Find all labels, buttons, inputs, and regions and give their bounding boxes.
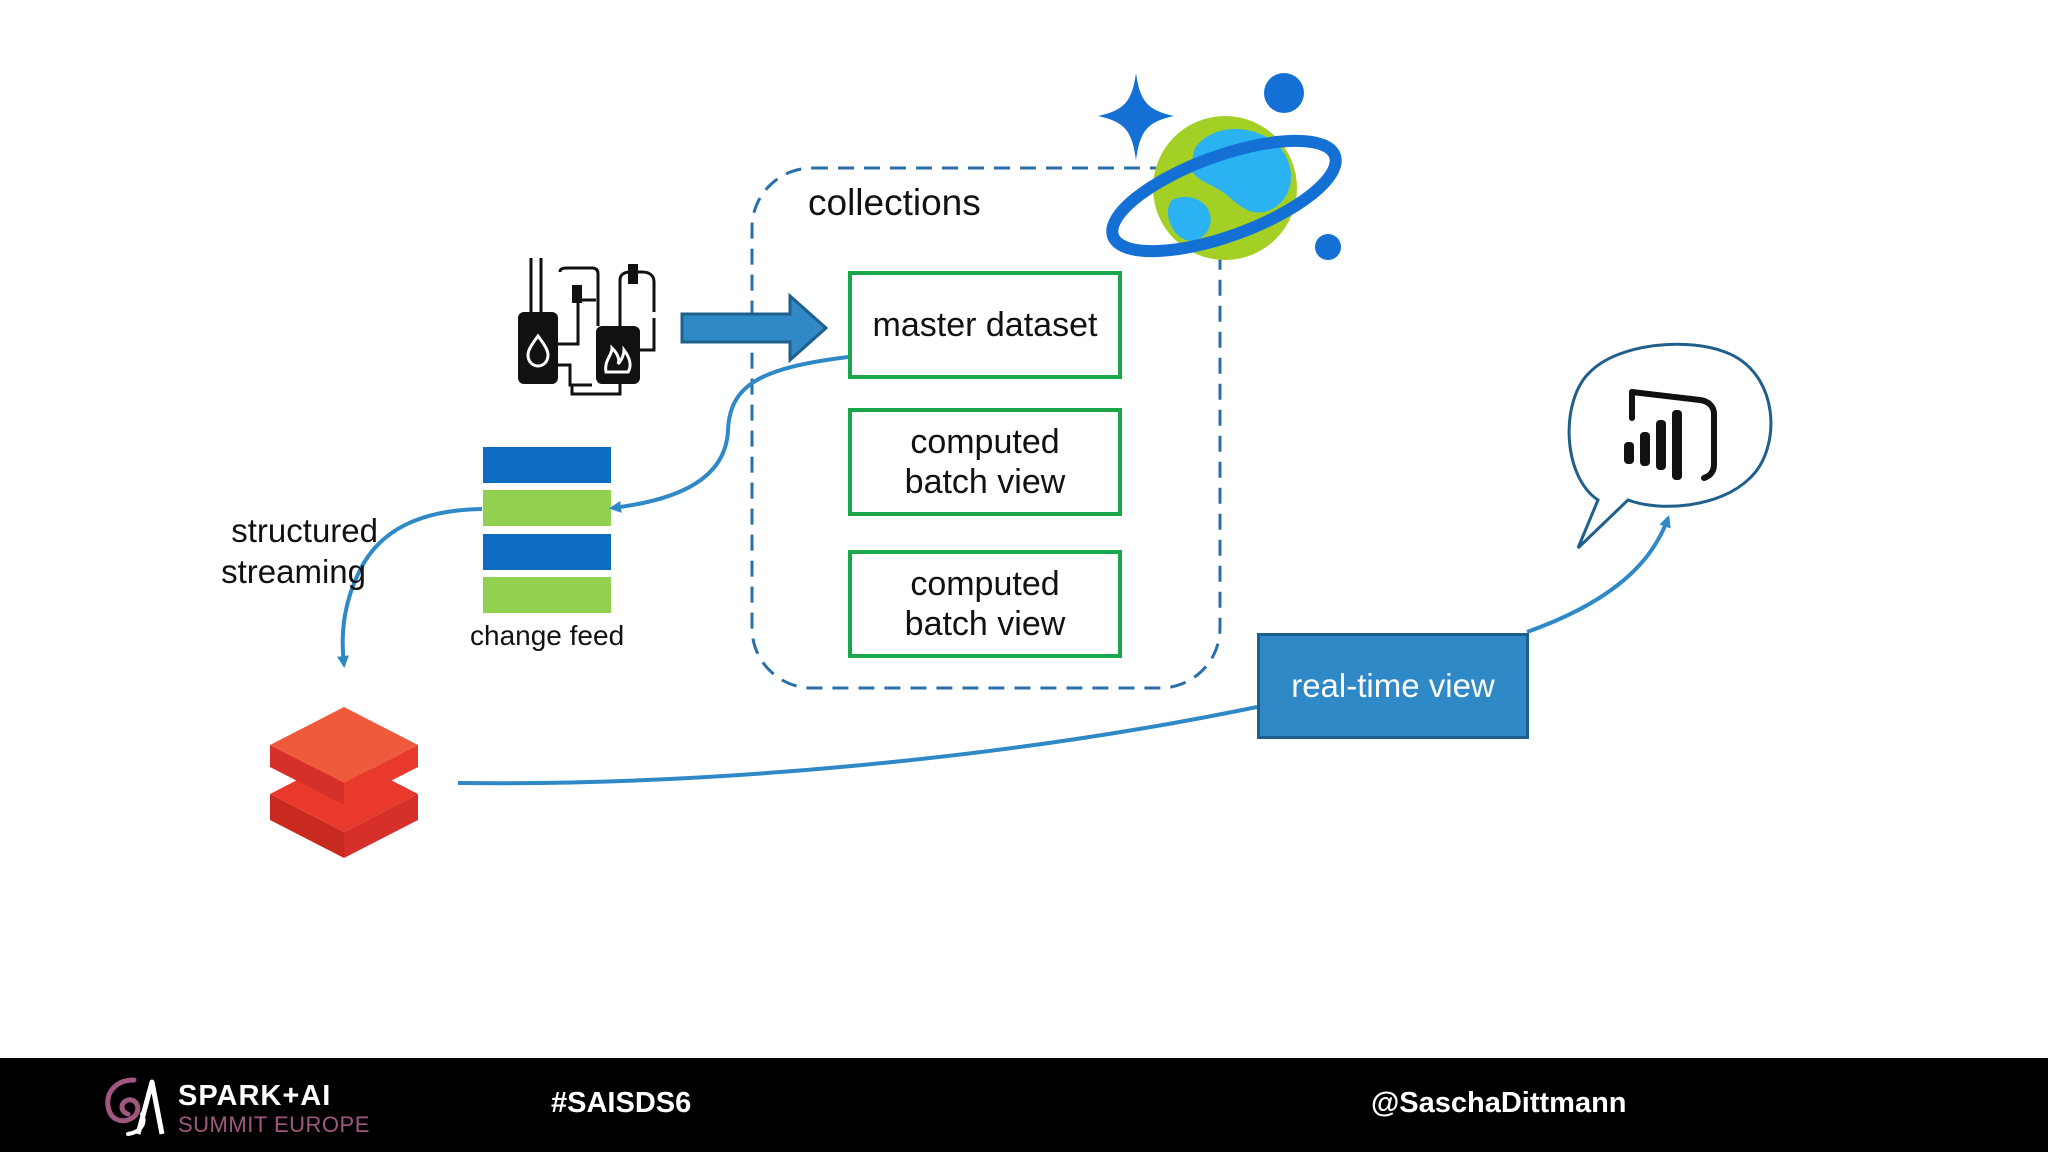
batch-view-2-line2: batch view [904, 605, 1066, 643]
batch-view-1-line2: batch view [904, 463, 1066, 501]
batch-view-box-2: computed batch view [848, 550, 1122, 658]
iot-devices-icon [518, 258, 656, 396]
architecture-diagram [270, 73, 1773, 858]
footer-bar: SPARK+AI SUMMIT EUROPE #SAISDS6 @SaschaD… [0, 1058, 2048, 1152]
brand-line2: SUMMIT EUROPE [178, 1112, 370, 1137]
structured-streaming-arrow [337, 507, 483, 668]
power-bi-icon [1624, 389, 1717, 481]
realtime-view-box: real-time view [1257, 633, 1529, 739]
batch-view-1-line1: computed [910, 422, 1060, 461]
twitter-handle: @SaschaDittmann [1371, 1087, 1627, 1119]
bubble-outline [1567, 342, 1773, 550]
batch-view-2-line1: computed [910, 564, 1060, 603]
structured-streaming-line1: structured [231, 512, 378, 549]
batch-view-box-1: computed batch view [848, 408, 1122, 516]
cosmos-db-icon [1098, 73, 1342, 260]
realtime-view-label: real-time view [1291, 667, 1495, 704]
powerbi-arrow [1526, 515, 1671, 634]
master-dataset-box: master dataset [848, 271, 1122, 379]
collections-label: collections [808, 182, 981, 223]
databricks-icon [270, 707, 418, 858]
change-feed-icon [483, 447, 611, 613]
spark-ai-logo-icon [105, 1077, 165, 1136]
ingest-arrow [680, 292, 829, 364]
change-feed-label: change feed [470, 620, 625, 651]
structured-streaming-line2: streaming [221, 553, 366, 591]
change-feed-arrow [609, 355, 849, 513]
master-dataset-label: master dataset [872, 305, 1098, 344]
realtime-line [457, 705, 1258, 786]
brand-line1: SPARK+AI [178, 1080, 332, 1112]
structured-streaming-label: structured streaming [196, 510, 378, 593]
hashtag: #SAISDS6 [551, 1087, 692, 1119]
